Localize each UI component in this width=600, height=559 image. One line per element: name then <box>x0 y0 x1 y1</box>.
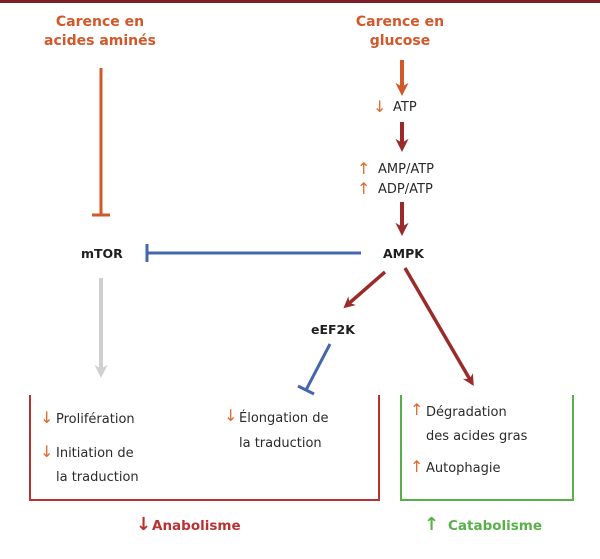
adp-atp-label: ADP/ATP <box>378 182 433 197</box>
ampk-to-eef2k-arrow <box>343 270 387 309</box>
eef2k-inhibition-bar <box>297 384 315 396</box>
proliferation-down-icon: ↓ <box>40 408 54 427</box>
mtor-node: mTOR <box>81 246 123 261</box>
fatty-acid-up-icon: ↑ <box>410 400 424 419</box>
initiation-down-icon: ↓ <box>40 442 54 461</box>
fatty-acid-label-line1: Dégradation <box>426 405 507 420</box>
atp-down-icon: ↓ <box>373 97 387 116</box>
eef2k-node: eEF2K <box>311 322 355 337</box>
ampk-node: AMPK <box>383 246 424 261</box>
catabolism-up-icon: ↑ <box>424 514 440 535</box>
initiation-label-line2: la traduction <box>56 470 139 485</box>
ampk-to-catabolism-arrow <box>403 267 474 386</box>
elongation-label-line1: Élongation de <box>239 411 329 426</box>
proliferation-label: Prolifération <box>56 412 135 427</box>
anabolism-down-icon: ↓ <box>136 514 152 535</box>
adp-atp-up-icon: ↑ <box>357 179 371 198</box>
amp-atp-label: AMP/ATP <box>378 162 434 177</box>
amino-shortage-label: Carence en acides aminés <box>44 14 156 49</box>
amp-atp-up-icon: ↑ <box>357 159 371 178</box>
glucose-shortage-label: Carence en glucose <box>355 14 445 49</box>
anabolism-bracket <box>29 395 380 501</box>
autophagy-label: Autophagie <box>426 461 501 476</box>
atp-label: ATP <box>393 100 417 115</box>
elongation-label-line2: la traduction <box>239 436 322 451</box>
catabolism-label: Catabolisme <box>448 518 543 534</box>
eef2k-to-elongation-inhibition <box>304 343 332 391</box>
anabolism-label: Anabolisme <box>152 518 241 534</box>
fatty-acid-label-line2: des acides gras <box>426 429 528 444</box>
top-rule <box>0 0 600 3</box>
autophagy-up-icon: ↑ <box>410 457 424 476</box>
catabolism-bracket <box>400 395 574 501</box>
initiation-label-line1: Initiation de <box>56 446 134 461</box>
elongation-down-icon: ↓ <box>224 406 238 425</box>
